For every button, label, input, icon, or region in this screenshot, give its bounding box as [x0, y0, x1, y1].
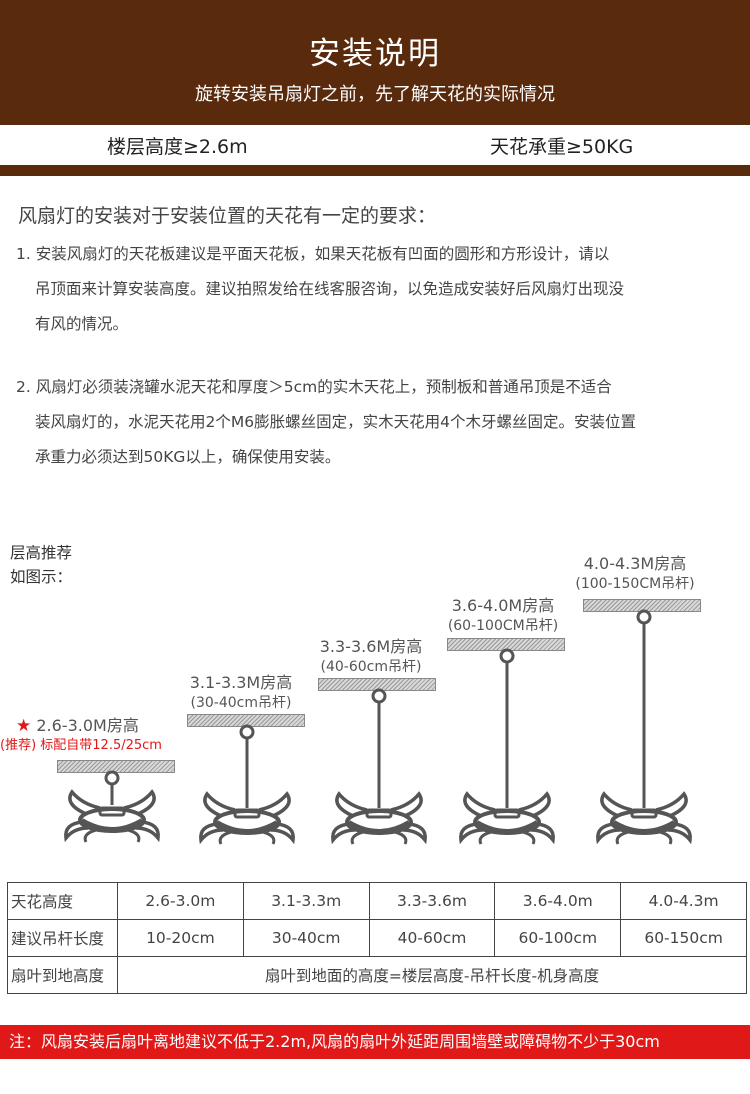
divider: [0, 165, 750, 176]
ceiling-fan-icon: [63, 770, 161, 844]
spec-table: 天花高度 2.6-3.0m 3.1-3.3m 3.3-3.6m 3.6-4.0m…: [7, 882, 747, 994]
table-row: 建议吊杆长度 10-20cm 30-40cm 40-60cm 60-100cm …: [7, 919, 747, 957]
level-rod: (60-100CM吊杆): [447, 618, 559, 634]
star-icon: ★: [16, 716, 32, 736]
recommend-line: 如图示：: [10, 568, 73, 586]
level-rod: (40-60cm吊杆): [320, 659, 422, 675]
spec-bar: 楼层高度≥2.6m 天花承重≥50KG: [0, 125, 750, 165]
level-height: 3.1-3.3M房高: [189, 673, 293, 692]
fan-diagram: [63, 609, 693, 846]
requirement-line: 装风扇灯的，水泥天花用2个M6膨胀螺丝固定，实木天花用4个木牙螺丝固定。安装位置: [35, 413, 636, 431]
table-cell: 60-150cm: [620, 919, 747, 957]
header-banner: 安装说明 旋转安装吊扇灯之前，先了解天花的实际情况: [0, 0, 750, 125]
row-header: 天花高度: [7, 882, 118, 920]
requirement-line: 承重力必须达到50KG以上，确保使用安装。: [35, 448, 341, 466]
formula-cell: 扇叶到地面的高度=楼层高度-吊杆长度-机身高度: [117, 956, 747, 994]
requirement-1: 1. 安装风扇灯的天花板建议是平面天花板，如果天花板有凹面的圆形和方形设计，请以…: [16, 237, 736, 342]
level-label-5: 4.0-4.3M房高 (100-150CM吊杆): [560, 554, 710, 594]
requirement-line: 1. 安装风扇灯的天花板建议是平面天花板，如果天花板有凹面的圆形和方形设计，请以: [16, 245, 610, 263]
level-height: 4.0-4.3M房高: [583, 554, 687, 573]
row-header: 建议吊杆长度: [7, 919, 118, 957]
level-rod: (推荐) 标配自带12.5/25cm: [0, 738, 162, 753]
page-subtitle: 旋转安装吊扇灯之前，先了解天花的实际情况: [195, 84, 555, 105]
table-row: 扇叶到地高度 扇叶到地面的高度=楼层高度-吊杆长度-机身高度: [7, 956, 747, 994]
level-rod: (100-150CM吊杆): [575, 576, 695, 592]
table-cell: 2.6-3.0m: [117, 882, 244, 920]
table-cell: 4.0-4.3m: [620, 882, 747, 920]
requirement-line: 吊顶面来计算安装高度。建议拍照发给在线客服咨询，以免造成安装好后风扇灯出现没: [35, 280, 625, 298]
level-label-2: 3.1-3.3M房高 (30-40cm吊杆): [176, 673, 306, 713]
table-cell: 40-60cm: [368, 919, 496, 957]
requirement-line: 有风的情况。: [35, 315, 129, 333]
recommend-line: 层高推荐: [10, 544, 73, 562]
intro-text: 风扇灯的安装对于安装位置的天花有一定的要求：: [18, 205, 437, 227]
recommend-heading: 层高推荐 如图示：: [10, 541, 72, 589]
table-cell: 60-100cm: [494, 919, 622, 957]
requirement-2: 2. 风扇灯必须装浇罐水泥天花和厚度＞5cm的实木天花上，预制板和普通吊顶是不适…: [16, 370, 736, 475]
ceiling-fan-icon: [198, 724, 296, 846]
table-cell: 10-20cm: [117, 919, 244, 957]
ceiling-fan-icon: [458, 648, 556, 846]
ceiling-fan-icon: [330, 688, 428, 846]
row-header: 扇叶到地高度: [7, 956, 118, 994]
level-label-4: 3.6-4.0M房高 (60-100CM吊杆): [433, 596, 573, 636]
requirement-line: 2. 风扇灯必须装浇罐水泥天花和厚度＞5cm的实木天花上，预制板和普通吊顶是不适…: [16, 378, 612, 396]
table-cell: 3.6-4.0m: [494, 882, 622, 920]
level-height: 2.6-3.0M房高: [36, 716, 139, 735]
table-cell: 3.1-3.3m: [242, 882, 370, 920]
floor-height-spec: 楼层高度≥2.6m: [107, 136, 248, 158]
page-title: 安装说明: [309, 36, 441, 72]
level-label-1: ★ 2.6-3.0M房高 (推荐) 标配自带12.5/25cm: [0, 716, 162, 756]
table-row: 天花高度 2.6-3.0m 3.1-3.3m 3.3-3.6m 3.6-4.0m…: [7, 882, 747, 920]
ceiling-fan-icon: [595, 609, 693, 846]
level-height: 3.6-4.0M房高: [451, 596, 555, 615]
level-rod: (30-40cm吊杆): [190, 695, 292, 711]
note-bar: 注：风扇安装后扇叶离地建议不低于2.2m,风扇的扇叶外延距周围墙壁或障碍物不少于…: [0, 1025, 750, 1059]
table-cell: 30-40cm: [242, 919, 370, 957]
table-cell: 3.3-3.6m: [368, 882, 496, 920]
ceiling-load-spec: 天花承重≥50KG: [490, 136, 634, 158]
level-height: 3.3-3.6M房高: [319, 637, 423, 656]
level-label-3: 3.3-3.6M房高 (40-60cm吊杆): [306, 637, 436, 677]
